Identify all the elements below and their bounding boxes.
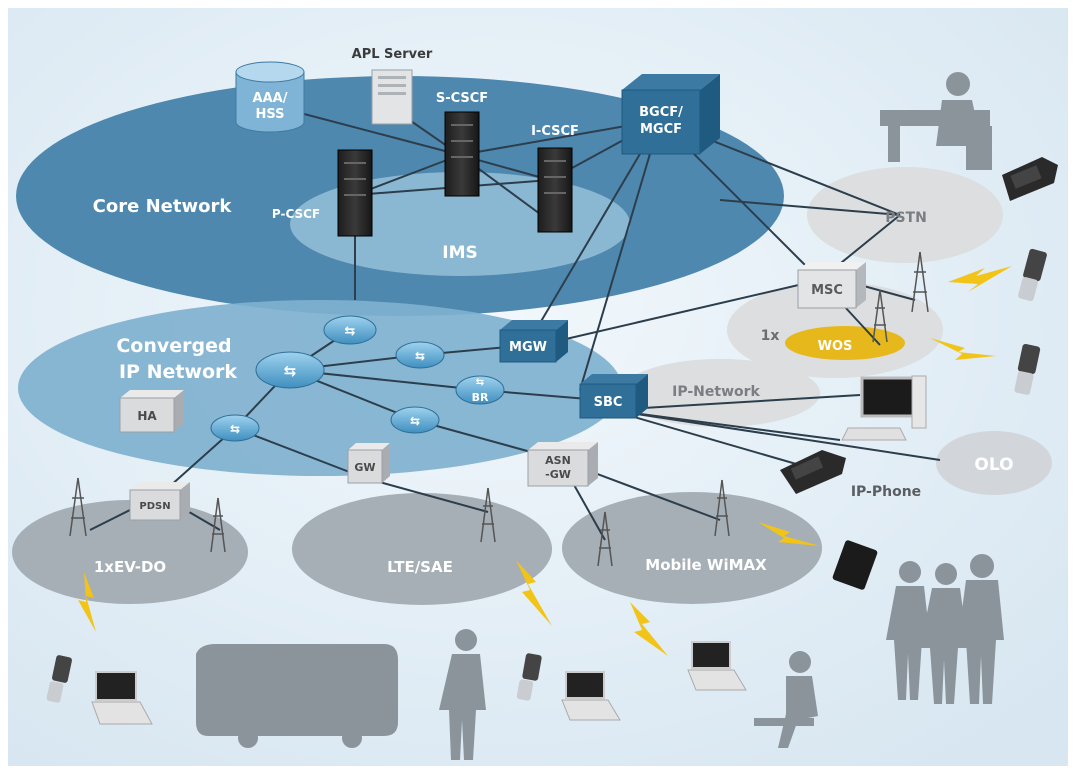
svg-text:⇆: ⇆ xyxy=(410,414,420,428)
svg-text:⇆: ⇆ xyxy=(345,324,356,339)
s-cscf-label: S-CSCF xyxy=(436,91,488,106)
lightning-icon xyxy=(630,602,668,656)
aaa-hss-database-icon: AAA/ HSS xyxy=(235,61,305,133)
silhouettes xyxy=(196,72,1004,760)
ip-network-label: IP-Network xyxy=(672,384,760,400)
i-cscf-server-icon xyxy=(537,147,573,233)
laptop-icon xyxy=(91,671,153,725)
cell-tower-icon xyxy=(872,289,888,343)
evdo-label: 1xEV-DO xyxy=(94,558,166,576)
cell-tower-icon xyxy=(597,511,613,567)
laptop-icon xyxy=(687,641,747,691)
mobile-phone-icon xyxy=(46,655,72,703)
cell-tower-icon xyxy=(69,477,87,537)
aaa-hss-label-line1: AAA/ xyxy=(253,91,288,106)
router-icon: ⇆ xyxy=(210,414,260,442)
sbc-label: SBC xyxy=(594,395,623,410)
bgcf-label-line2: MGCF xyxy=(640,122,682,137)
mobile-phone-icon xyxy=(1018,248,1047,302)
svg-text:⇆: ⇆ xyxy=(415,349,425,363)
router-icon: ⇆ xyxy=(395,341,445,369)
gw-box-icon: GW xyxy=(347,443,390,484)
desk-phone-icon xyxy=(1002,157,1058,201)
sbc-box-icon: SBC xyxy=(579,374,648,419)
core-network-label: Core Network xyxy=(93,196,233,217)
ip-phone-icon xyxy=(780,450,846,494)
sitting-person-silhouette xyxy=(754,651,818,748)
cell-tower-icon xyxy=(911,251,929,313)
bus-silhouette xyxy=(196,644,398,748)
pstn-cloud xyxy=(807,167,1003,263)
lightning-icon xyxy=(78,572,96,632)
bgcf-label-line1: BGCF/ xyxy=(639,105,683,120)
br-label: BR xyxy=(472,391,489,404)
pdsn-label: PDSN xyxy=(139,501,170,512)
msc-box-icon: MSC xyxy=(797,262,866,309)
laptop-icon xyxy=(561,671,621,721)
pdsn-box-icon: PDSN xyxy=(129,482,190,521)
asn-gw-label-line1: ASN xyxy=(545,454,571,467)
olo-cloud xyxy=(936,431,1052,495)
ip-phone-label: IP-Phone xyxy=(851,484,921,500)
ip-network-cloud xyxy=(620,359,820,427)
mgw-box-icon: MGW xyxy=(499,320,568,363)
cell-tower-icon xyxy=(714,479,730,537)
pstn-label: PSTN xyxy=(885,210,927,226)
group-people-silhouette xyxy=(886,554,1004,704)
lightning-icon xyxy=(516,560,552,626)
svg-text:⇆: ⇆ xyxy=(284,362,297,380)
mgw-label: MGW xyxy=(509,340,547,355)
svg-text:⇆: ⇆ xyxy=(230,422,240,436)
tablet-icon xyxy=(832,540,878,590)
svg-text:⇆: ⇆ xyxy=(476,377,484,388)
ims-label: IMS xyxy=(442,243,478,263)
aaa-hss-label-line2: HSS xyxy=(255,107,284,122)
bgcf-mgcf-box-icon: BGCF/ MGCF xyxy=(621,74,720,155)
p-cscf-server-icon xyxy=(337,149,373,237)
p-cscf-label: P-CSCF xyxy=(272,207,320,221)
apl-server-icon xyxy=(371,69,413,125)
converged-label-line2: IP Network xyxy=(119,361,237,383)
desk-person-silhouette xyxy=(880,72,992,170)
ha-box-icon: HA xyxy=(119,390,184,433)
i-cscf-label: I-CSCF xyxy=(531,124,579,139)
router-icon: ⇆ xyxy=(390,406,440,434)
lte-label: LTE/SAE xyxy=(387,558,453,576)
standing-person-silhouette xyxy=(439,629,486,760)
lightning-icon xyxy=(758,522,820,546)
mobile-phone-icon xyxy=(1014,343,1041,395)
router-icon: ⇆ xyxy=(323,315,377,345)
desktop-computer-icon xyxy=(841,375,927,441)
lte-cloud xyxy=(292,493,552,605)
gw-label: GW xyxy=(354,461,375,474)
br-router-icon: ⇆ BR xyxy=(455,375,505,405)
lightning-icon xyxy=(948,266,1012,292)
s-cscf-server-icon xyxy=(444,111,480,197)
cell-tower-icons xyxy=(69,251,929,567)
apl-server-label: APL Server xyxy=(352,47,433,62)
lightning-icons xyxy=(78,266,1012,656)
wos-cloud xyxy=(785,326,905,360)
wimax-label: Mobile WiMAX xyxy=(645,556,767,574)
cell-tower-icon xyxy=(210,497,226,553)
olo-label: OLO xyxy=(974,455,1013,475)
cell-tower-icon xyxy=(480,487,496,543)
mobile-phone-icon xyxy=(516,653,542,701)
1x-label: 1x xyxy=(761,328,780,344)
wos-label: WOS xyxy=(818,339,853,354)
lightning-icon xyxy=(930,338,996,360)
ha-label: HA xyxy=(137,409,157,423)
router-icon: ⇆ xyxy=(255,351,325,389)
converged-label-line1: Converged xyxy=(116,335,231,357)
wimax-cloud xyxy=(562,492,822,604)
asn-gw-box-icon: ASN -GW xyxy=(527,442,598,487)
msc-label: MSC xyxy=(811,283,843,298)
asn-gw-label-line2: -GW xyxy=(545,468,571,481)
